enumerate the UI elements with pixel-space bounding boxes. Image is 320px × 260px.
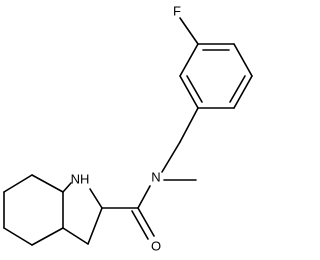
double-bond-inner-2: [229, 75, 246, 103]
bond-n-carbonyl-c: [137, 185, 151, 209]
bond-ring-3: [233, 75, 253, 109]
bond-ch2-n: [161, 141, 181, 173]
bond-c7a-c7: [31, 174, 64, 193]
bond-c4-c3a: [31, 227, 64, 246]
carbonyl-oxygen-label: O: [151, 238, 161, 253]
bond-ring-6: [179, 43, 199, 77]
amine-nh-label: NH: [71, 171, 90, 186]
bond-c3a-c3: [62, 227, 89, 245]
bond-ring-2: [233, 43, 253, 77]
amide-nitrogen-label: N: [151, 169, 160, 184]
bond-c2-nh: [89, 188, 103, 209]
bond-ring-5: [179, 75, 199, 109]
bond-carbonyl-2: [131, 210, 149, 240]
cyclohexane-ring: [3, 174, 64, 246]
chemical-structure: F N O NH: [3, 3, 253, 253]
bond-c-f: [179, 17, 199, 45]
benzene-ring: [179, 43, 253, 109]
bond-ring-ch2: [179, 107, 199, 143]
fluorine-atom-label: F: [173, 3, 181, 18]
bond-nh-c7a: [62, 182, 72, 193]
bond-c7-c6: [3, 174, 33, 193]
bond-c5-c4: [3, 227, 33, 246]
bond-carbonyl-1: [137, 207, 155, 237]
double-bond-inner-3: [186, 75, 203, 103]
bond-c3-c2: [87, 207, 103, 245]
pyrrolidine-ring: [62, 182, 103, 245]
